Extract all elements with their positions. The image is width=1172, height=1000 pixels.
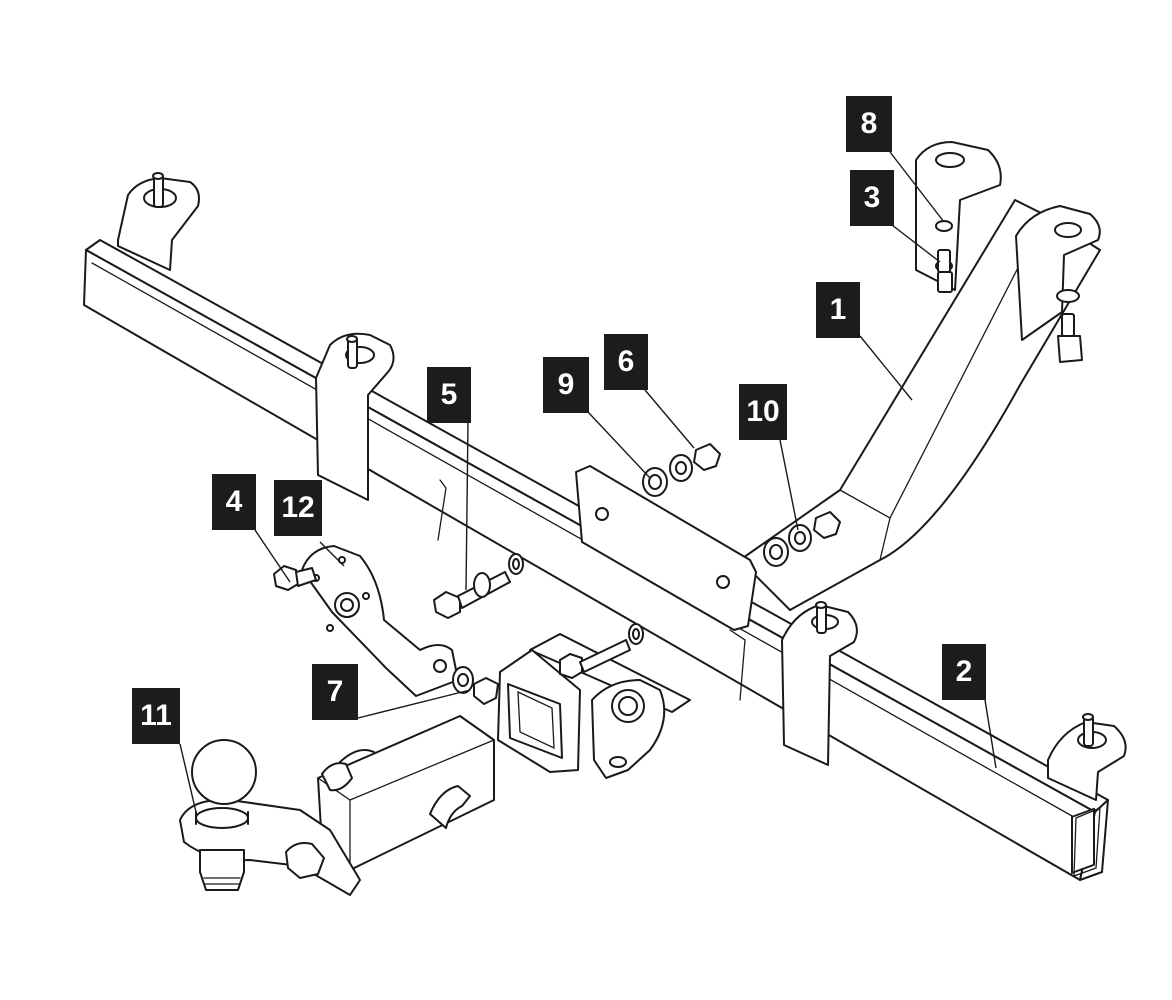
mid-left-bracket bbox=[315, 332, 395, 501]
ball-mount bbox=[179, 715, 495, 896]
center-bottom-bracket bbox=[781, 601, 858, 766]
socket-plate bbox=[273, 545, 459, 697]
callout-part-11: 11 bbox=[132, 688, 180, 744]
callout-leader-lines bbox=[179, 151, 997, 813]
callout-part-3: 3 bbox=[850, 170, 894, 226]
callout-part-2: 2 bbox=[942, 644, 986, 700]
callout-part-5: 5 bbox=[427, 367, 471, 423]
left-end-bracket bbox=[117, 172, 200, 271]
callout-part-10: 10 bbox=[739, 384, 787, 440]
diagonal-side-arm bbox=[739, 199, 1101, 611]
receiver-box bbox=[497, 623, 691, 779]
washers-nuts-lower bbox=[763, 511, 841, 567]
far-right-bracket bbox=[1015, 205, 1101, 341]
center-mount-plate bbox=[575, 465, 757, 631]
callout-part-8: 8 bbox=[846, 96, 892, 152]
bracket-bolts bbox=[935, 220, 1083, 363]
washers-nuts-upper bbox=[642, 443, 721, 497]
callout-part-7: 7 bbox=[312, 664, 358, 720]
washer-nut-seven bbox=[452, 666, 499, 705]
callout-part-4: 4 bbox=[212, 474, 256, 530]
callout-part-9: 9 bbox=[543, 357, 589, 413]
bolt-five bbox=[433, 553, 524, 619]
callout-part-1: 1 bbox=[816, 282, 860, 338]
right-end-bracket bbox=[1047, 713, 1127, 801]
callout-part-12: 12 bbox=[274, 480, 322, 536]
callout-part-6: 6 bbox=[604, 334, 648, 390]
